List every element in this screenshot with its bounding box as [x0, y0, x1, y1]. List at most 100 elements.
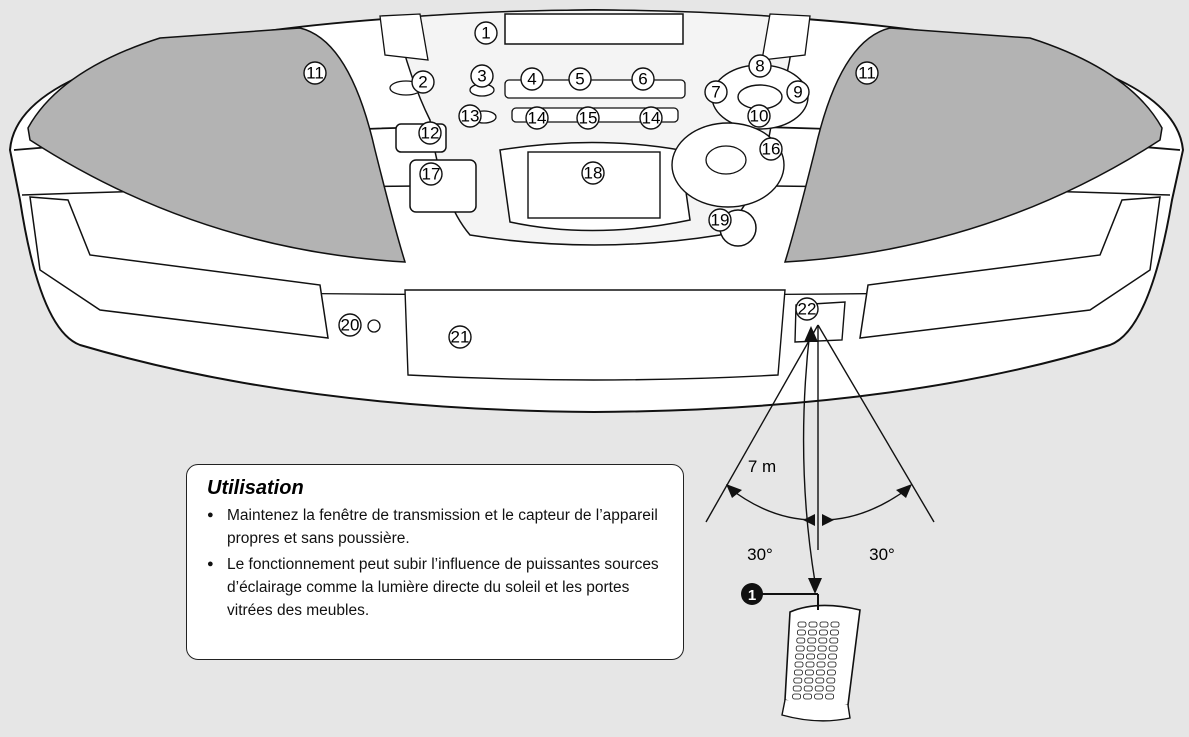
callout-label: 7: [711, 83, 720, 102]
usage-note: Utilisation Maintenez la fenêtre de tran…: [186, 464, 684, 660]
remote-key: [816, 669, 825, 676]
remote-key: [817, 645, 827, 652]
remote-key: [827, 669, 836, 676]
remote-key: [797, 621, 807, 628]
remote-key: [805, 661, 815, 668]
callout-5: 5: [568, 67, 592, 91]
range-distance-label: 7 m: [748, 457, 776, 476]
callout-circle: [748, 54, 772, 78]
angle-arrow-1: [726, 484, 742, 498]
callout-label: 19: [711, 211, 730, 230]
angle-arc-right: [821, 486, 911, 521]
remote-control: [781, 604, 861, 722]
callout-2: 2: [411, 70, 435, 94]
remote-key: [830, 629, 839, 636]
remote-key: [814, 685, 824, 692]
callout-11b: 11: [855, 61, 879, 85]
callout-11a: 11: [303, 61, 327, 85]
remote-key: [795, 653, 804, 660]
callout-14a: 14: [525, 106, 549, 130]
range-angle-right-label: 30°: [869, 545, 895, 564]
callout-circle: [795, 297, 819, 321]
range-line-right: [817, 324, 935, 523]
callout-6: 6: [631, 67, 655, 91]
remote-key: [792, 685, 802, 692]
remote-key: [815, 677, 825, 684]
cassette-right: [859, 196, 1161, 339]
callout-circle: [338, 313, 362, 337]
remote-key: [805, 669, 814, 676]
remote-key: [795, 645, 805, 652]
callout-circle: [786, 80, 810, 104]
usage-note-title: Utilisation: [207, 477, 304, 499]
remote-key: [827, 661, 837, 668]
callout-20: 20: [338, 313, 362, 337]
callout-label: 20: [341, 316, 360, 335]
usage-note-item: Le fonctionnement peut subir l’influence…: [207, 553, 669, 622]
callout-22: 22: [795, 297, 819, 321]
headphone-jack-shape: [367, 319, 381, 333]
callout-label: 3: [477, 67, 486, 86]
remote-key: [830, 621, 840, 628]
remote-key: [807, 637, 817, 644]
remote-key: [826, 677, 836, 684]
remote-key: [825, 685, 835, 692]
remote-marker-label: 1: [748, 587, 756, 604]
callout-label: 16: [762, 140, 781, 159]
callout-circle: [448, 325, 472, 349]
callout-circle: [303, 61, 327, 85]
angle-arrow-2: [803, 514, 815, 526]
callout-circle: [704, 80, 728, 104]
cassette-panel-shape: [404, 289, 786, 381]
remote-key: [817, 653, 826, 660]
callout-circle: [411, 70, 435, 94]
callout-circle: [525, 106, 549, 130]
angle-arrow-3: [822, 514, 834, 526]
callout-label: 10: [750, 107, 769, 126]
callout-12: 12: [418, 121, 442, 145]
angle-arrow-4: [896, 484, 912, 498]
callout-label: 9: [793, 83, 802, 102]
remote-key: [806, 645, 816, 652]
remote-key: [792, 693, 801, 700]
callout-label: 12: [421, 124, 440, 143]
callout-circle: [631, 67, 655, 91]
range-arrow-head: [808, 578, 822, 594]
cassette-left: [29, 196, 329, 339]
callout-label: 13: [461, 107, 480, 126]
callout-label: 8: [755, 57, 764, 76]
remote-marker-badge: [741, 583, 763, 605]
usage-note-list: Maintenez la fenêtre de transmission et …: [207, 504, 669, 622]
remote-key: [797, 629, 806, 636]
callout-19: 19: [708, 208, 732, 232]
callout-14b: 14: [639, 106, 663, 130]
callout-18: 18: [581, 161, 605, 185]
remote-key: [803, 685, 813, 692]
callout-circle: [639, 106, 663, 130]
speaker-right: [783, 27, 1163, 263]
angle-arc-left: [727, 486, 816, 521]
callout-label: 21: [451, 328, 470, 347]
remote-key: [828, 645, 838, 652]
callout-10: 10: [747, 104, 771, 128]
callout-circle: [747, 104, 771, 128]
callout-circle: [568, 67, 592, 91]
usage-note-item: Maintenez la fenêtre de transmission et …: [207, 504, 669, 550]
callout-label: 2: [418, 73, 427, 92]
callout-label: 6: [638, 70, 647, 89]
remote-key: [806, 653, 815, 660]
callout-7: 7: [704, 80, 728, 104]
remote-key: [819, 621, 829, 628]
callout-label: 18: [584, 164, 603, 183]
callout-label: 1: [481, 24, 490, 43]
callout-circle: [576, 106, 600, 130]
remote-key: [819, 629, 828, 636]
remote-key: [796, 637, 806, 644]
remote-key: [808, 629, 817, 636]
cd-slot: [504, 13, 684, 45]
callout-label: 5: [575, 70, 584, 89]
remote-key: [803, 693, 812, 700]
callout-label: 14: [642, 109, 661, 128]
remote-key: [829, 637, 839, 644]
